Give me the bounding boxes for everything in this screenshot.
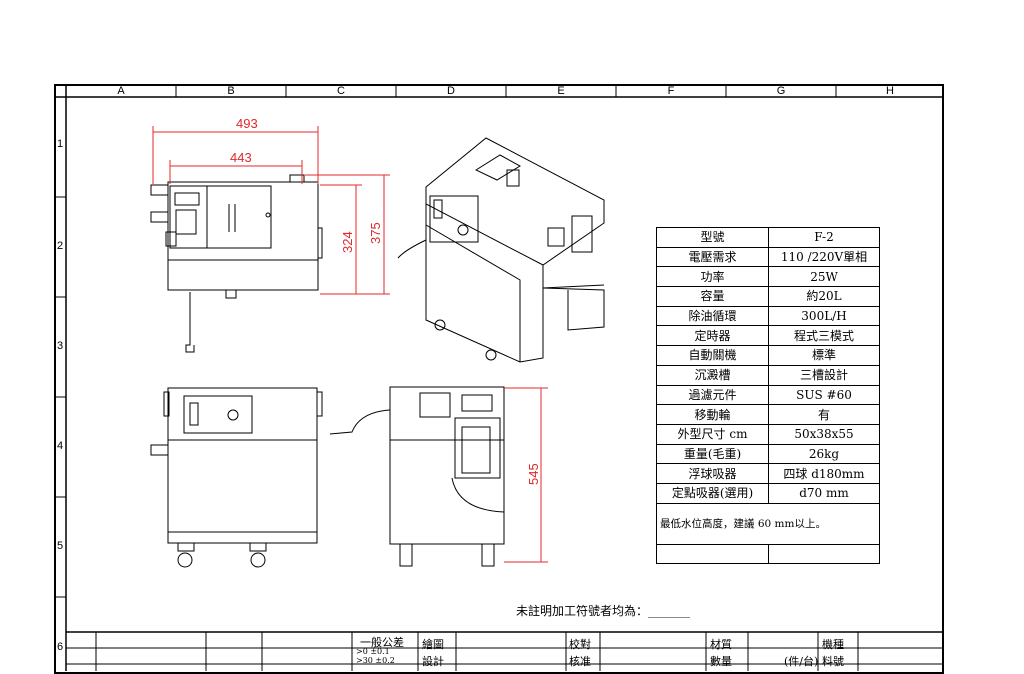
- part-no-label: 料號: [822, 655, 844, 668]
- material-label: 材質: [710, 638, 732, 651]
- spec-key: 過濾元件: [656, 384, 769, 406]
- column-label-b: B: [227, 85, 235, 97]
- spec-value: 300L/H: [768, 305, 880, 327]
- spec-value: 110 /220V單相: [768, 246, 880, 268]
- spec-value: d70 mm: [768, 482, 880, 504]
- spec-key: 外型尺寸 cm: [656, 423, 769, 445]
- dim-width-total: 493: [236, 116, 258, 131]
- column-label-f: F: [667, 85, 675, 97]
- spec-key: 重量(毛重): [656, 443, 769, 465]
- row-label-5: 5: [57, 540, 64, 552]
- spec-row: 定時器程式三模式: [656, 325, 880, 347]
- spec-value: 有: [768, 404, 880, 425]
- dimension-lines: [152, 126, 548, 563]
- check-label: 校對: [569, 638, 591, 651]
- spec-value: 50x38x55: [768, 423, 880, 445]
- spec-note: 最低水位高度，建議 60 mm以上。: [656, 502, 880, 545]
- spec-value: 三槽設計: [768, 364, 880, 386]
- spec-row: 浮球吸器四球 d180mm: [656, 463, 880, 484]
- dim-height-total: 375: [368, 222, 383, 244]
- unit-label: (件/台): [784, 655, 819, 668]
- row-label-4: 4: [57, 440, 64, 452]
- row-label-1: 1: [57, 138, 64, 150]
- quantity-label: 數量: [710, 655, 732, 668]
- spec-key: 容量: [656, 286, 769, 307]
- spec-row: 移動輪有: [656, 404, 880, 425]
- spec-value: 約20L: [768, 286, 880, 307]
- spec-key: 除油循環: [656, 305, 769, 327]
- spec-key: 沉澱槽: [656, 364, 769, 386]
- tolerance-row-2: >30 ±0.2: [356, 656, 395, 665]
- spec-value: F-2: [768, 227, 880, 248]
- spec-value: 標準: [768, 345, 880, 366]
- spec-value: 程式三模式: [768, 325, 880, 347]
- row-label-3: 3: [57, 340, 64, 352]
- top-view: [150, 174, 323, 353]
- tolerance-row-1: >0 ±0.1: [356, 647, 390, 656]
- column-label-c: C: [337, 85, 345, 97]
- spec-key: 型號: [656, 227, 769, 248]
- spec-value: 26kg: [768, 443, 880, 465]
- spec-row: 重量(毛重)26kg: [656, 443, 880, 465]
- column-label-h: H: [886, 85, 894, 97]
- spec-value: 25W: [768, 266, 880, 288]
- column-label-e: E: [557, 85, 565, 97]
- approve-label: 核准: [569, 655, 591, 668]
- spec-key: 功率: [656, 266, 769, 288]
- spec-key: 定點吸器(選用): [656, 482, 769, 504]
- row-label-2: 2: [57, 240, 64, 252]
- machining-note: 未註明加工符號者均為：_______: [516, 604, 691, 618]
- tolerance-title: 一般公差: [360, 636, 404, 649]
- side-view: [329, 386, 505, 567]
- spec-key: 自動關機: [656, 345, 769, 366]
- spec-empty-cell: [768, 543, 880, 564]
- dim-height-side: 545: [526, 463, 541, 485]
- drawing-label: 繪圖: [422, 638, 444, 651]
- spec-key: 定時器: [656, 325, 769, 347]
- spec-row: 容量約20L: [656, 286, 880, 307]
- front-view: [150, 387, 323, 568]
- design-label: 設計: [422, 655, 444, 668]
- column-label-d: D: [447, 85, 455, 97]
- isometric-view: [397, 137, 605, 363]
- spec-key: 浮球吸器: [656, 463, 769, 484]
- column-label-g: G: [776, 85, 786, 97]
- model-label: 機種: [822, 638, 844, 651]
- spec-row: 自動關機標準: [656, 345, 880, 366]
- spec-empty-cell: [656, 543, 769, 564]
- column-label-a: A: [117, 85, 125, 97]
- spec-key: 電壓需求: [656, 246, 769, 268]
- dim-height-body: 324: [340, 231, 355, 253]
- spec-row: 定點吸器(選用)d70 mm: [656, 482, 880, 504]
- spec-value: 四球 d180mm: [768, 463, 880, 484]
- row-label-6: 6: [57, 641, 64, 653]
- spec-key: 移動輪: [656, 404, 769, 425]
- spec-row: 沉澱槽三槽設計: [656, 364, 880, 386]
- spec-value: SUS #60: [768, 384, 880, 406]
- dim-width-inner: 443: [230, 150, 252, 165]
